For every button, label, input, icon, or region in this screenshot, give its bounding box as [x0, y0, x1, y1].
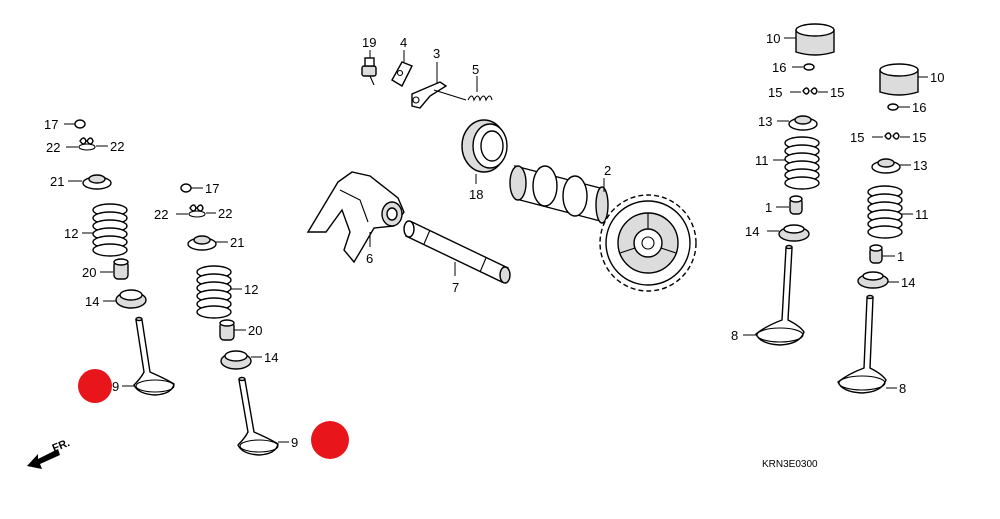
callout-14: 14 — [264, 350, 278, 365]
part-19-bolt: 19 — [361, 35, 377, 86]
callout-15: 15 — [830, 85, 844, 100]
part-12-spring — [92, 203, 128, 257]
part-20-stem-seal — [113, 258, 129, 280]
callout-11: 11 — [915, 207, 929, 222]
callout-14: 14 — [85, 294, 99, 309]
callout-1: 1 — [765, 200, 772, 215]
part-9-valve — [237, 376, 279, 456]
callout-7: 7 — [452, 280, 459, 295]
callout-15: 15 — [912, 130, 926, 145]
valve-assembly-left-b: 17 22 22 21 12 20 — [154, 181, 349, 459]
part-8-valve — [755, 244, 805, 346]
part-6-rocker-arm: 6 — [306, 171, 405, 266]
callout-21: 21 — [50, 174, 64, 189]
part-7-rocker-shaft: 7 — [403, 220, 511, 295]
red-marker — [78, 369, 112, 403]
callout-22: 22 — [46, 140, 60, 155]
part-22-cotters — [188, 204, 206, 218]
callout-15: 15 — [850, 130, 864, 145]
valve-assembly-right-a: 10 16 15 15 13 11 — [731, 23, 844, 346]
part-12-spring — [196, 265, 232, 319]
callout-22: 22 — [154, 207, 168, 222]
callout-16: 16 — [912, 100, 926, 115]
part-14-spring-seat — [778, 224, 810, 242]
part-15-cotters — [802, 87, 818, 95]
part-14-spring-seat — [220, 350, 252, 370]
callout-20: 20 — [82, 265, 96, 280]
part-11-spring — [867, 185, 903, 239]
callout-4: 4 — [400, 35, 407, 50]
part-10-tappet — [795, 23, 835, 56]
part-15-cotters — [884, 132, 900, 140]
front-label: FR. — [51, 437, 72, 455]
red-marker — [311, 421, 349, 459]
part-21-retainer — [187, 235, 217, 251]
front-direction-arrow: FR. — [27, 437, 72, 469]
callout-17: 17 — [205, 181, 219, 196]
part-8-valve — [837, 294, 887, 394]
callout-22: 22 — [110, 139, 124, 154]
callout-9: 9 — [112, 379, 119, 394]
part-14-spring-seat — [115, 289, 147, 309]
callout-8: 8 — [899, 381, 906, 396]
callout-17: 17 — [44, 117, 58, 132]
diagram-code: KRN3E0300 — [762, 459, 818, 470]
part-5-spring: 5 — [467, 62, 493, 102]
part-16-shim — [887, 103, 899, 111]
part-14-spring-seat — [857, 271, 889, 289]
part-13-retainer — [871, 158, 901, 174]
part-1-stem-seal — [789, 195, 803, 215]
part-17-seal — [180, 183, 192, 193]
callout-10: 10 — [930, 70, 944, 85]
callout-8: 8 — [731, 328, 738, 343]
callout-14: 14 — [745, 224, 759, 239]
part-11-spring — [784, 136, 820, 190]
part-16-shim — [803, 63, 815, 71]
part-1-stem-seal — [869, 244, 883, 264]
callout-9: 9 — [291, 435, 298, 450]
callout-3: 3 — [433, 46, 440, 61]
callout-10: 10 — [766, 31, 780, 46]
callout-11: 11 — [755, 153, 769, 168]
part-20-stem-seal — [219, 319, 235, 341]
callout-12: 12 — [64, 226, 78, 241]
callout-19: 19 — [362, 35, 376, 50]
valve-assembly-left-a: 17 22 22 21 12 20 — [44, 117, 175, 403]
callout-5: 5 — [472, 62, 479, 77]
part-21-retainer — [82, 174, 112, 190]
callout-16: 16 — [772, 60, 786, 75]
callout-2: 2 — [604, 163, 611, 178]
cam-sprocket — [599, 194, 697, 292]
part-2-camshaft: 2 — [509, 163, 697, 292]
part-18-bearing: 18 — [461, 119, 508, 202]
callout-13: 13 — [913, 158, 927, 173]
callout-21: 21 — [230, 235, 244, 250]
part-9-valve — [133, 316, 175, 396]
callout-13: 13 — [758, 114, 772, 129]
callout-22: 22 — [218, 206, 232, 221]
callout-1: 1 — [897, 249, 904, 264]
callout-20: 20 — [248, 323, 262, 338]
callout-18: 18 — [469, 187, 483, 202]
callout-6: 6 — [366, 251, 373, 266]
part-22-cotters — [78, 137, 96, 151]
part-4-plate: 4 — [391, 35, 413, 87]
callout-15: 15 — [768, 85, 782, 100]
part-3-arm: 3 — [411, 46, 467, 109]
callout-14: 14 — [901, 275, 915, 290]
callout-12: 12 — [244, 282, 258, 297]
part-13-retainer — [788, 115, 818, 131]
part-17-seal — [74, 119, 86, 129]
part-10-tappet — [879, 63, 919, 96]
valve-assembly-right-b: 10 16 15 15 13 11 — [837, 63, 944, 396]
